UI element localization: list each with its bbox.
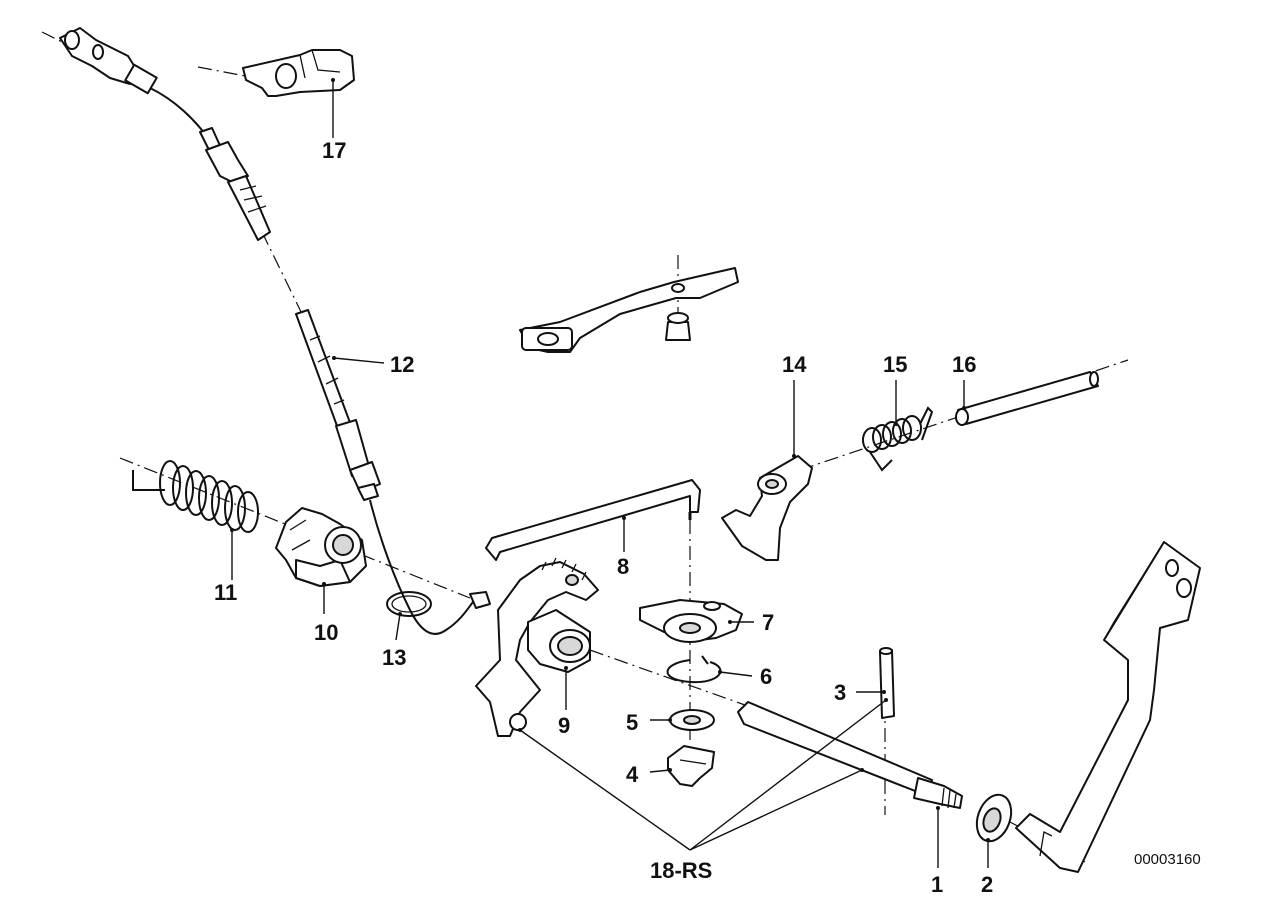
part-10-cam-bushing bbox=[275, 507, 367, 587]
callout-6: 6 bbox=[760, 664, 772, 689]
part-4-clip bbox=[667, 745, 715, 787]
part-3-roll-pin bbox=[879, 647, 895, 719]
part-18-upper-strap bbox=[519, 267, 739, 353]
part-2-nut bbox=[975, 793, 1013, 843]
part-15-torsion-spring bbox=[862, 406, 934, 472]
part-17-cable-clevis bbox=[242, 49, 355, 97]
diagram-reference-number: 00003160 bbox=[1134, 851, 1201, 868]
part-6-spring-clip bbox=[666, 655, 722, 684]
part-12-bowden-cable bbox=[59, 27, 491, 635]
callout-14: 14 bbox=[782, 352, 807, 377]
part-14-pawl bbox=[721, 455, 813, 561]
callout-18-rs: 18-RS bbox=[650, 858, 712, 883]
part-5-washer bbox=[669, 709, 715, 731]
callout-13: 13 bbox=[382, 645, 406, 670]
callout-12: 12 bbox=[390, 352, 414, 377]
part-11-compression-spring bbox=[132, 460, 259, 533]
callout-labels: 17 12 11 10 13 8 9 7 6 5 4 3 14 15 16 1 … bbox=[214, 138, 1201, 897]
callout-2: 2 bbox=[981, 872, 993, 897]
callout-8: 8 bbox=[617, 554, 629, 579]
callout-17: 17 bbox=[322, 138, 346, 163]
mounting-bracket bbox=[1015, 541, 1201, 873]
callout-15: 15 bbox=[883, 352, 907, 377]
callout-7: 7 bbox=[762, 610, 774, 635]
callout-16: 16 bbox=[952, 352, 976, 377]
part-13-circlip bbox=[386, 591, 432, 617]
callout-5: 5 bbox=[626, 710, 638, 735]
part-9-lever-with-quadrant bbox=[475, 557, 599, 737]
callout-11: 11 bbox=[214, 580, 237, 605]
callout-1: 1 bbox=[931, 872, 943, 897]
callout-4: 4 bbox=[626, 762, 639, 787]
part-1-shaft bbox=[737, 701, 963, 809]
part-7-stop-plate bbox=[639, 599, 743, 643]
part-16-pivot-pin bbox=[955, 371, 1099, 426]
part-8-operating-rod bbox=[485, 479, 701, 561]
axis-lines bbox=[41, 31, 1129, 863]
callout-9: 9 bbox=[558, 713, 570, 738]
leader-lines bbox=[230, 78, 990, 868]
callout-10: 10 bbox=[314, 620, 338, 645]
callout-3: 3 bbox=[834, 680, 846, 705]
